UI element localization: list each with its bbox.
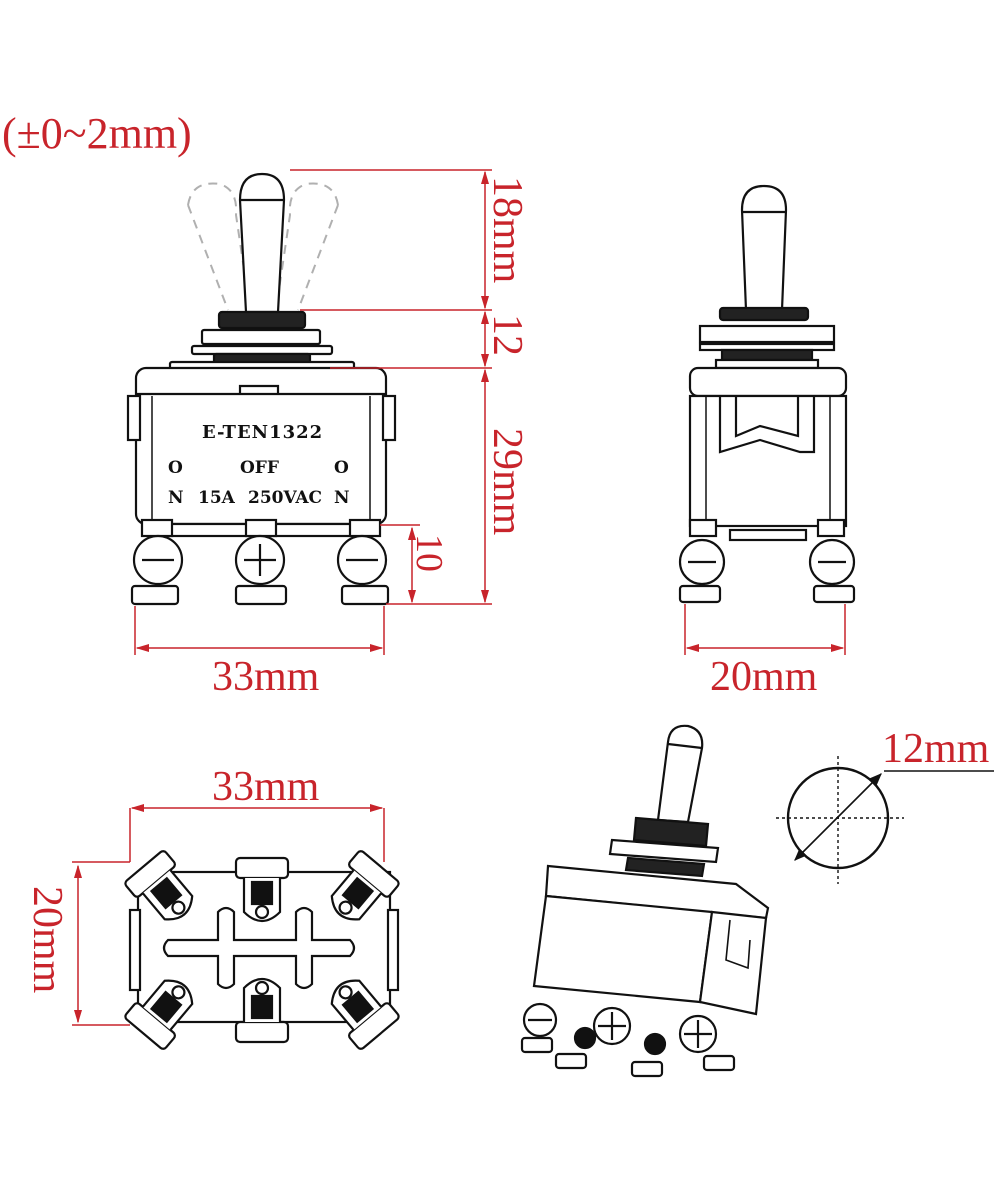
front-dimensions <box>134 169 492 655</box>
model-number: E-TEN1322 <box>202 422 324 443</box>
dim-body-height: 29mm <box>484 428 530 536</box>
bottom-dimensions <box>72 803 385 1026</box>
bottom-terminal-bottom-left <box>124 979 194 1050</box>
tolerance-note: (±0~2mm) <box>2 109 192 158</box>
ghost-lever-left <box>187 182 251 311</box>
side-terminal-left <box>678 518 726 604</box>
bottom-terminal-bottom-right <box>330 979 400 1050</box>
ghost-lever-right <box>275 182 339 311</box>
diameter-symbol <box>776 756 994 884</box>
dim-lever-height: 18mm <box>484 176 530 284</box>
position-label-left-o: O <box>168 458 183 478</box>
dim-bushing-diameter: 12mm <box>882 726 990 772</box>
rating-current: 15A <box>198 488 235 508</box>
dim-front-width: 33mm <box>212 654 320 700</box>
position-label-off: OFF <box>240 458 279 478</box>
position-label-right-o: O <box>334 458 349 478</box>
side-dimensions <box>684 604 846 655</box>
iso-body-top <box>544 864 770 920</box>
terminal-screw-left <box>130 518 184 606</box>
rating-voltage: 250VAC <box>248 488 323 508</box>
front-view <box>126 172 397 606</box>
side-view <box>678 184 856 604</box>
iso-body-front <box>532 894 714 1004</box>
dim-side-width: 20mm <box>710 654 818 700</box>
terminal-screw-right <box>336 518 390 606</box>
isometric-view <box>520 724 770 1078</box>
bottom-terminal-top-center <box>234 856 290 923</box>
terminal-screw-center <box>234 518 288 606</box>
position-label-left-n: N <box>168 488 184 508</box>
bottom-terminal-top-left <box>124 850 194 921</box>
dim-bushing-height: 12 <box>484 314 530 356</box>
bottom-terminal-bottom-center <box>234 977 290 1044</box>
lever <box>740 184 788 312</box>
bottom-view <box>124 850 400 1050</box>
dim-bottom-depth: 20mm <box>24 886 70 994</box>
position-label-right-n: N <box>334 488 350 508</box>
lever <box>238 172 286 314</box>
side-terminal-right <box>808 518 856 604</box>
dim-bottom-width: 33mm <box>212 764 320 810</box>
lever <box>656 724 704 824</box>
dim-terminal-height: 10 <box>408 534 450 572</box>
bottom-terminal-top-right <box>330 850 400 921</box>
